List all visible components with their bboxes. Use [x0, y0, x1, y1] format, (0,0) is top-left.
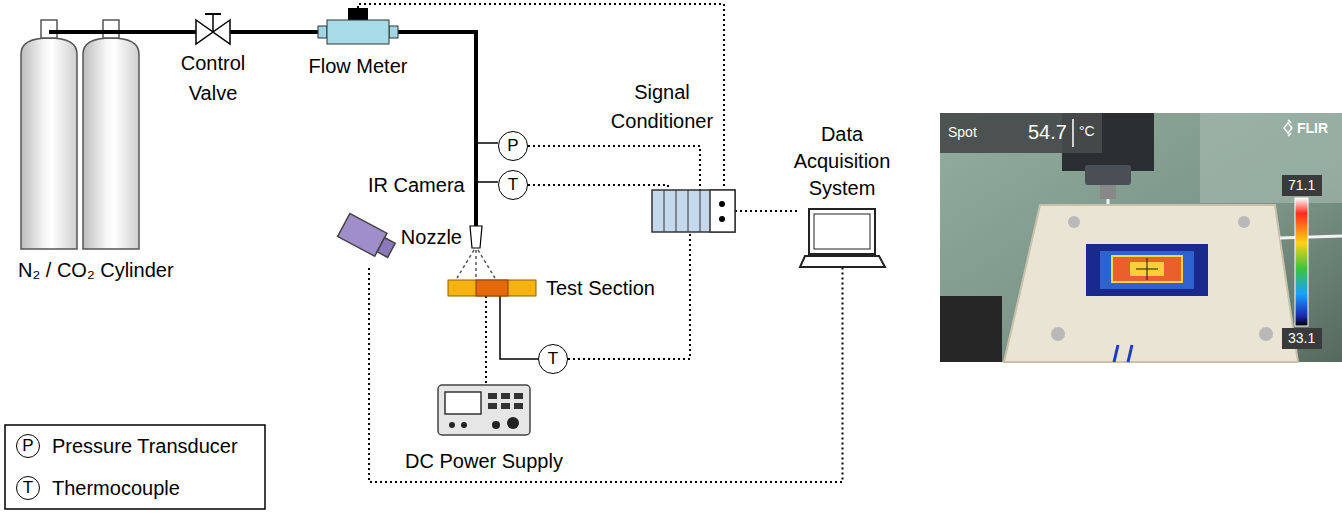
photo-overlay-text: FLIR: [1297, 120, 1328, 137]
gas-cylinder-icon: [20, 14, 142, 250]
control-valve: Control Valve: [196, 20, 230, 44]
component-label: N₂ / CO₂ Cylinder: [18, 258, 174, 282]
thermocouple-wire: [500, 296, 538, 359]
signal-wire: [369, 268, 843, 482]
photo-overlay-text: 71.1: [1288, 177, 1315, 194]
photo-overlay-text: 54.7: [1028, 120, 1067, 144]
nozzle: Nozzle: [470, 226, 482, 248]
component-label: DC Power Supply: [405, 449, 563, 473]
component-label: Data Acquisition System: [780, 121, 904, 202]
component-label: Signal Conditioner: [607, 78, 717, 136]
laptop: Data Acquisition System: [800, 208, 885, 268]
control-valve-icon: [196, 20, 230, 44]
ir-camera-icon: [338, 213, 400, 268]
legend-text: Pressure Transducer: [52, 434, 238, 458]
symbol-letter: P: [499, 132, 527, 160]
component-label: Nozzle: [401, 225, 462, 249]
dc-power-supply-icon: [438, 385, 530, 435]
legend-text: Thermocouple: [52, 476, 180, 500]
component-label: Test Section: [546, 276, 655, 300]
photo-overlay-text: Spot: [948, 124, 977, 141]
spray-line: [478, 250, 495, 278]
gas-pipe: [230, 30, 318, 34]
power-wire: [485, 296, 487, 385]
test-section-icon: [448, 280, 536, 296]
legend-sample: P: [16, 434, 40, 458]
spray-line: [457, 250, 474, 278]
laptop-icon: [800, 208, 885, 268]
test-section: Test Section: [448, 280, 536, 296]
sensor-stub: [478, 181, 498, 183]
nozzle-icon: [470, 226, 482, 248]
signal-wire: [528, 146, 700, 190]
signal-wire: [528, 185, 668, 190]
signal-conditioner: Signal Conditioner: [652, 190, 735, 232]
symbol-letter: T: [539, 345, 567, 373]
thermocouple: T: [498, 170, 528, 200]
flow-meter-icon: [318, 8, 398, 44]
photo-overlay-text: 33.1: [1288, 330, 1315, 347]
component-label: Control Valve: [168, 48, 258, 108]
gas-pipe: [142, 30, 196, 34]
gas-pipe: [398, 32, 476, 226]
spray-line: [475, 250, 477, 278]
legend-sample: T: [16, 476, 40, 500]
signal-conditioner-icon: [652, 190, 735, 232]
pressure-transducer: P: [498, 131, 528, 161]
photo-overlay-text: °C: [1079, 123, 1095, 140]
flow-meter: Flow Meter: [318, 8, 398, 44]
ir-photo: [940, 113, 1342, 362]
symbol-letter: T: [17, 477, 39, 499]
legend-box: [5, 425, 265, 509]
signal-wire: [735, 210, 800, 212]
sensor-stub: [478, 142, 498, 144]
gas-cylinder: N₂ / CO₂ Cylinder: [20, 14, 142, 250]
component-label: Flow Meter: [309, 54, 408, 78]
symbol-letter: T: [499, 171, 527, 199]
dc-power-supply: DC Power Supply: [438, 385, 530, 435]
thermocouple: T: [538, 344, 568, 374]
symbol-letter: P: [17, 435, 39, 457]
component-label: IR Camera: [368, 173, 465, 197]
ir-camera: IR Camera: [338, 213, 400, 268]
signal-wire: [358, 4, 724, 190]
